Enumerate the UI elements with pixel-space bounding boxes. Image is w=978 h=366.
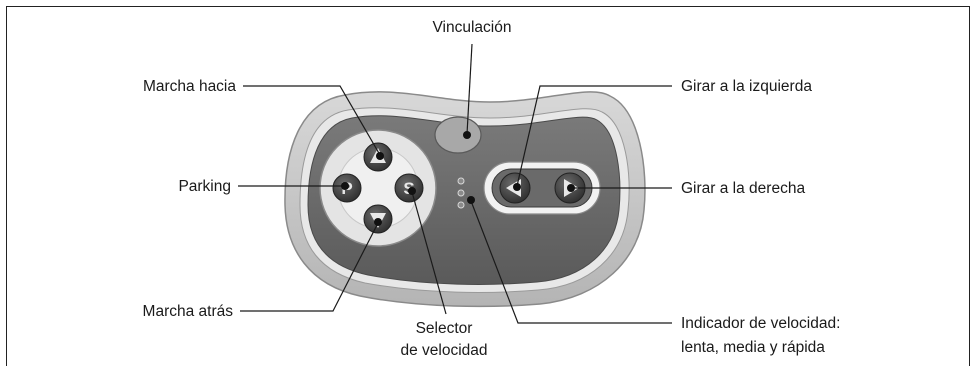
leader-reverse	[240, 218, 382, 312]
speed-selector-button[interactable]: S	[394, 173, 424, 203]
pairing-button[interactable]	[434, 116, 482, 154]
leader-speed-selector	[408, 187, 447, 315]
label-turn-left: Girar a la izquierda	[681, 78, 812, 95]
leader-forward	[243, 85, 384, 160]
leader-parking	[238, 182, 349, 190]
label-speed-indicator-line1: Indicador de velocidad:	[681, 315, 840, 332]
label-turn-right: Girar a la derecha	[681, 180, 805, 197]
leader-turn-right	[567, 184, 672, 192]
label-forward: Marcha hacia	[143, 78, 236, 95]
leader-turn-left	[513, 85, 672, 191]
speed-led-medium	[457, 189, 465, 197]
figure-frame	[6, 6, 970, 366]
speed-indicator-leds	[457, 177, 465, 209]
label-speed-indicator-line2: lenta, media y rápida	[681, 339, 825, 356]
label-parking: Parking	[178, 178, 231, 195]
leader-pairing	[463, 43, 473, 139]
label-reverse: Marcha atrás	[143, 303, 234, 320]
label-pairing: Vinculación	[433, 19, 512, 36]
speed-led-fast	[457, 201, 465, 209]
label-speed-selector-line1: Selector	[416, 320, 473, 337]
label-speed-selector-line2: de velocidad	[400, 342, 487, 359]
speed-led-slow	[457, 177, 465, 185]
leader-speed-indicator	[467, 196, 672, 324]
